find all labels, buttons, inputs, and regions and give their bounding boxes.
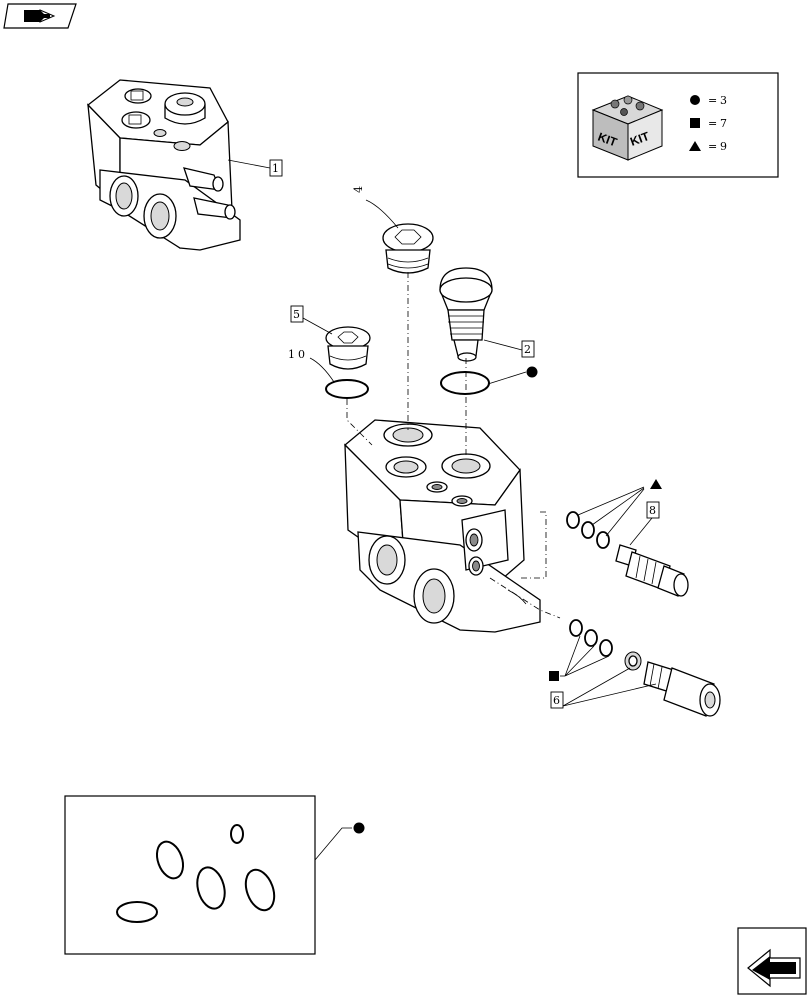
callout-5: 5 [293,308,300,321]
plug-5-drawing [325,326,371,370]
kit-triangle-marker [650,479,662,489]
kit-label-left: KIT [596,130,620,150]
callout-10: 10 [288,348,308,361]
valve-body-drawing [344,419,541,633]
o-ring-kit-inset [64,795,365,955]
legend-triangle-equals: = [708,140,717,153]
callout-6: 6 [553,694,560,707]
arrow-nav-icon[interactable] [737,927,807,995]
legend-circle-equals: = [708,94,717,107]
callout-4: 4 [352,186,365,193]
kit-circle-marker-2 [353,822,365,834]
legend-square-equals: = [708,117,717,130]
kit-box-icon: KIT KIT [591,95,664,161]
legend-square-value: 7 [720,117,727,130]
legend-triangle-value: 9 [720,140,727,153]
callout-8: 8 [649,504,656,517]
legend-circle-icon [690,95,700,105]
legend-square-icon [690,118,700,128]
legend-triangle-icon [689,141,701,151]
callout-1: 1 [272,162,279,175]
o-ring-10 [325,379,369,399]
cartridge-2-drawing [439,267,493,362]
legend-circle-value: 3 [720,94,727,107]
cartridge-8-drawing [566,511,689,597]
kit-square-marker [549,671,559,681]
center-lines [346,272,561,619]
kit-circle-marker-1 [526,366,538,378]
o-ring-2 [440,371,490,395]
kit-label-right: KIT [628,129,652,149]
kit-legend: KIT KIT = 3 = 7 = 9 [577,72,779,178]
callout-2: 2 [524,343,531,356]
assembled-valve-drawing [87,79,241,251]
plug-4-drawing [382,223,434,274]
drawing-icon[interactable] [3,3,77,29]
callouts: 1 4 5 10 2 8 6 [227,159,662,709]
cartridge-6-drawing [569,619,721,717]
